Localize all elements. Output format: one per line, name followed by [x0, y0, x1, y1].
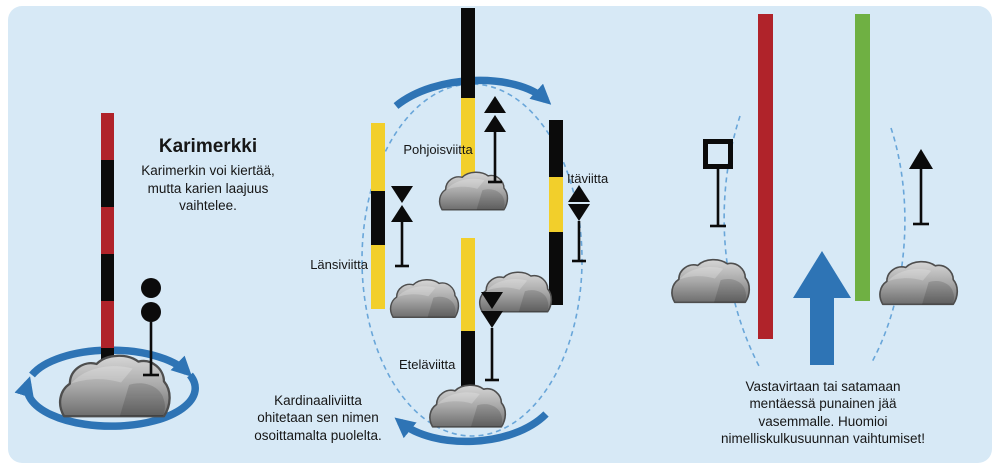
south-cardinal-label: Eteläviitta — [399, 357, 456, 372]
pole-band-red — [101, 207, 114, 254]
cone-up-topmark-icon — [909, 149, 933, 226]
flow-direction-up-arrow-icon — [793, 251, 851, 365]
starboard-lateral-pole — [855, 14, 870, 301]
east-cardinal-pole — [549, 120, 563, 305]
cones-point-to-point-topmark-icon — [391, 186, 413, 268]
pole-band-black — [549, 120, 563, 177]
cones-base-to-base-topmark-icon — [568, 185, 590, 263]
two-cones-down-topmark-icon — [481, 292, 503, 382]
pole-band-red — [101, 113, 114, 160]
pole-band-black — [461, 8, 475, 98]
cardinal-caption: Kardinaaliviitta ohitetaan sen nimen oso… — [254, 393, 382, 443]
rock — [389, 279, 460, 318]
north-cardinal-label: Pohjoisviitta — [403, 142, 473, 157]
pole-band-black — [549, 232, 563, 305]
rock — [671, 258, 751, 304]
pole-band-yellow — [371, 245, 385, 309]
port-lateral-pole — [758, 14, 773, 339]
pole-band-green — [855, 14, 870, 301]
pole-band-black — [101, 160, 114, 207]
karimerkki-title: Karimerkki — [158, 136, 258, 157]
karimerkki-description: Karimerkin voi kiertää, mutta karien laa… — [141, 163, 275, 214]
pole-band-yellow — [461, 238, 475, 331]
two-balls-topmark-icon — [141, 278, 161, 377]
pole-band-red — [758, 14, 773, 339]
pole-band-yellow — [371, 123, 385, 191]
west-cardinal-label: Länsiviitta — [310, 257, 368, 272]
rock — [429, 384, 507, 428]
passing-arrow-bottom — [394, 411, 549, 446]
two-cones-up-topmark-icon — [484, 96, 506, 184]
pole-band-red — [101, 301, 114, 348]
rock — [879, 260, 959, 306]
east-cardinal-label: Itäviitta — [567, 171, 609, 186]
pole-band-black — [371, 191, 385, 245]
square-topmark-icon — [703, 139, 733, 228]
pole-band-yellow — [549, 177, 563, 232]
west-cardinal-pole — [371, 123, 385, 309]
lateral-caption: Vastavirtaan tai satamaan mentäessä puna… — [720, 379, 926, 446]
pole-band-black — [101, 254, 114, 301]
